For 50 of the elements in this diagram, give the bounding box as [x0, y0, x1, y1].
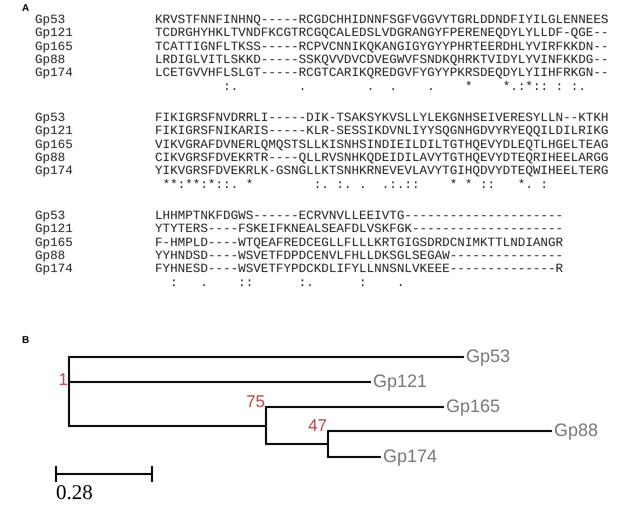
tree-branch — [68, 391, 266, 427]
sequence-text: TCATTIGNFLTKSS-----RCPVCNNIKQKANGIGYGYYPHRTEERDHLYVIRFKKDN-- — [155, 40, 608, 54]
sequence-name: Gp88 — [35, 54, 66, 66]
sequence-text: YTYTERS----FSKEIFKNEALSEAFDLVSKFGK-------------------- — [155, 223, 564, 236]
tree-branch — [327, 430, 552, 444]
sequence-text: KRVSTFNNFINHNQ-----RCGDCHHIDNNFSGFVGGVYTGRLDDNDFIYILGLENNEES — [155, 14, 608, 27]
tree-branch — [68, 381, 371, 391]
sequence-text: VIKVGRAFDVNERLQMQSTSLLKISNHSINDIEILDILTGTHQEVYDLEQTLHGELTEAG — [155, 138, 608, 152]
bootstrap-value: 47 — [308, 417, 327, 434]
sequence-text: FIKIGRSFNIKARIS-----KLR-SESSIKDVNLIYYSQGNHGDVYRYEQQILDILRIKG — [155, 125, 608, 138]
sequence-name: Gp165 — [35, 236, 73, 250]
sequence-text: LCETGVVHFLSLGT-----RCGTCARIKQREDGVFYGYYPKRSDEQDYLYIIHFRKGN-- — [155, 67, 608, 80]
sequence-text: TCDRGHYHKLTVNDFKCGTRCGQCALEDSLVDGRANGYFPERENEQDYLYLLDF-QGE-- — [155, 27, 608, 40]
leaf-label: Gp174 — [383, 447, 438, 465]
leaf-label: Gp88 — [554, 421, 598, 439]
sequence-text: YIKVGRSFDVEKRLK-GSNGLLKTSNHKRNEVEVLAVYTGIHQDVYDTEQWIHEELTERG — [155, 165, 608, 178]
sequence-name: Gp88 — [35, 152, 66, 164]
sequence-text: YYHNDSD----WSVETFDPDCENVLFHLLDKSGLSEGAW--------------- — [155, 250, 564, 262]
sequence-name: Gp121 — [35, 223, 73, 236]
sequence-text: CIKVGRSFDVEKRTR----QLLRVSNHKQDEIDILAVYTGTHQEVYDTEQRIHEELARGG — [155, 152, 608, 164]
conservation-line: : . :: :. : . — [170, 276, 404, 290]
panel-letter: B — [22, 336, 30, 346]
sequence-name: Gp53 — [35, 112, 66, 125]
leaf-label: Gp121 — [373, 372, 428, 390]
panel-letter: A — [22, 4, 30, 14]
sequence-name: Gp53 — [35, 14, 66, 27]
sequence-name: Gp88 — [35, 250, 66, 262]
sequence-text: FYHNESD----WSVETFYPDCKDLIFYLLNNSNLVKEEE--------------R — [155, 263, 564, 276]
tree-branch — [265, 426, 328, 445]
tree-branch — [265, 406, 444, 426]
sequence-name: Gp121 — [35, 27, 73, 40]
sequence-name: Gp121 — [35, 125, 73, 138]
sequence-name: Gp53 — [35, 210, 66, 223]
leaf-label: Gp165 — [446, 397, 500, 415]
sequence-text: FIKIGRSFNVDRRLI-----DIK-TSAKSYKVSLLYLEKGNHSEIVERESYLLN--KTKH — [155, 112, 608, 125]
leaf-label: Gp53 — [466, 347, 510, 365]
conservation-line: :. . . . . * *.:*:: : :. — [223, 80, 586, 94]
sequence-text: LHHMPTNKFDGWS------ECRVNVLLEEIVTG--------------------- — [155, 210, 564, 223]
conservation-line: **:**:*::. * :. :. . .:.:: * * :: *. : — [162, 178, 548, 192]
sequence-name: Gp174 — [35, 165, 73, 178]
sequence-name: Gp165 — [35, 138, 73, 152]
sequence-name: Gp174 — [35, 67, 73, 80]
sequence-name: Gp165 — [35, 40, 73, 54]
sequence-name: Gp174 — [35, 263, 73, 276]
sequence-text: F-HMPLD----WTQEAFREDCEGLLFLLLKRTGIGSDRDCNIMKTTLNDIANGR — [155, 236, 564, 250]
bootstrap-value: 75 — [246, 393, 265, 410]
sequence-text: LRDIGLVITLSKKD-----SSKQVVDVCDVEGWVFSNDKQHRKTVIDYLYVINFKKDG-- — [155, 54, 608, 66]
bootstrap-value: 1 — [58, 371, 68, 388]
tree-branch — [327, 444, 381, 458]
scale-value: 0.28 — [56, 482, 93, 503]
